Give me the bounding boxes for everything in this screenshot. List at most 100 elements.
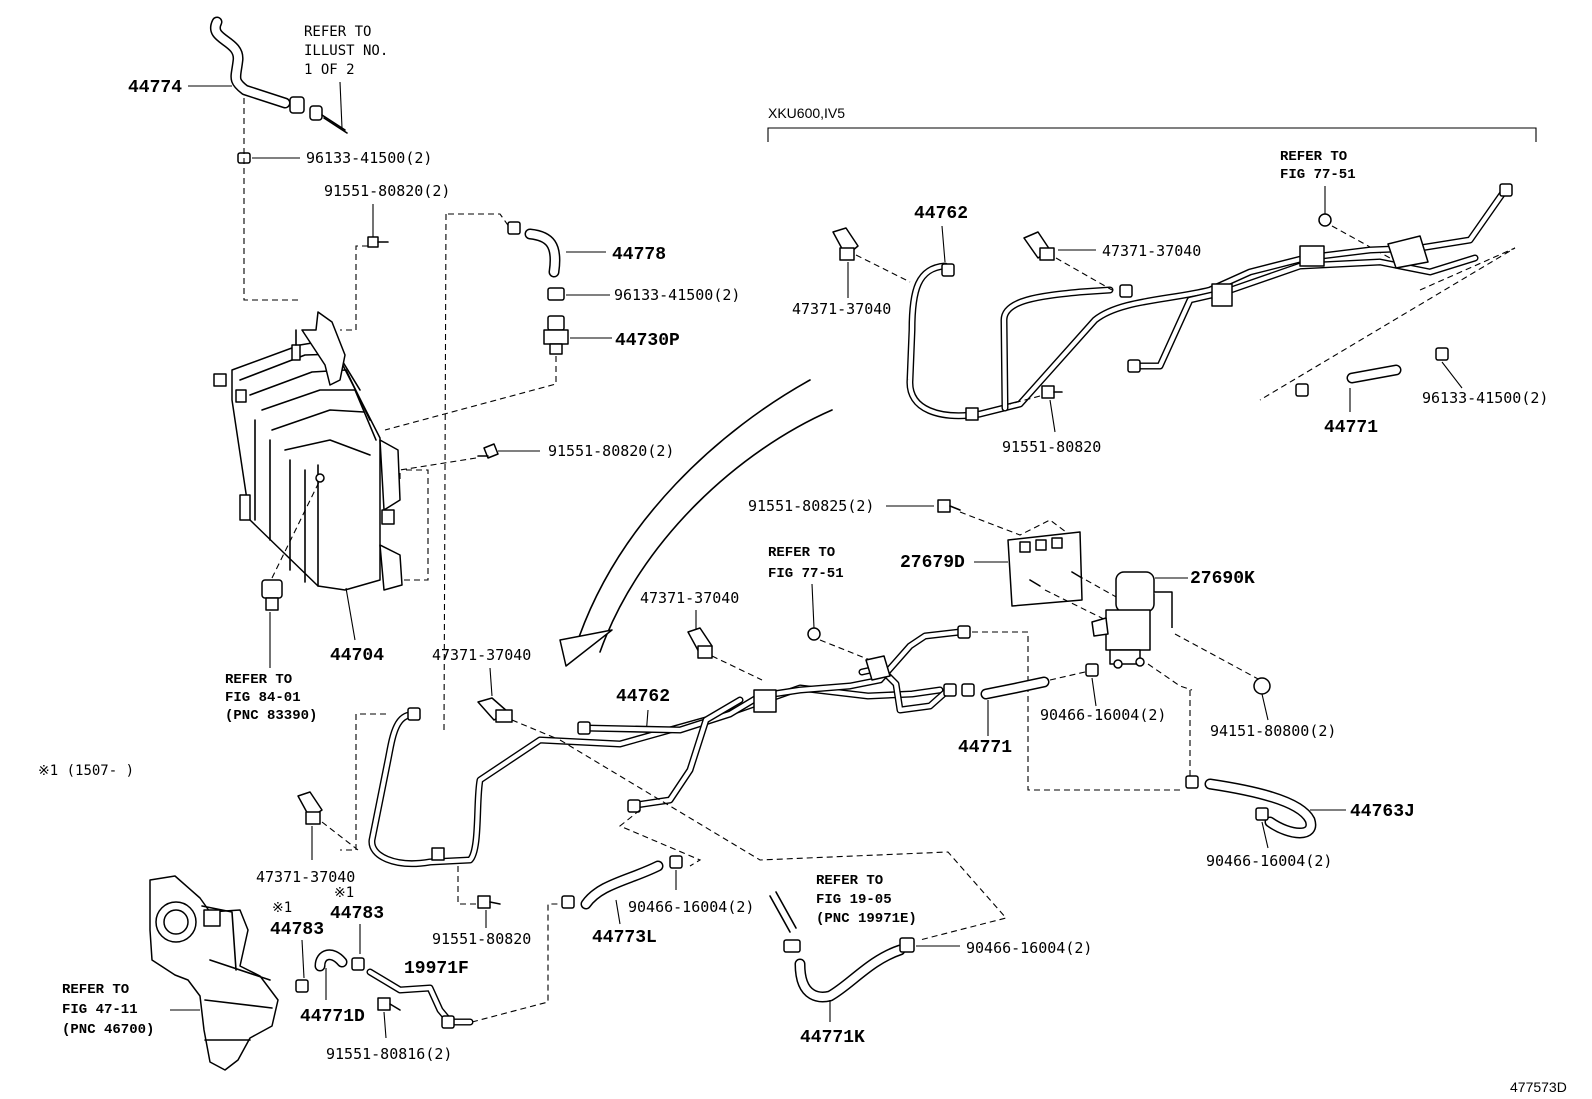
label-91551-a: 91551-80820(2) bbox=[324, 182, 450, 200]
label-47371-m2: 47371-37040 bbox=[432, 646, 531, 664]
clip-47371-m2[interactable] bbox=[477, 697, 513, 723]
ref-fig1905-1: REFER TO bbox=[816, 873, 883, 889]
label-19971F: 19971F bbox=[404, 959, 469, 979]
label-44771-mid: 44771 bbox=[958, 738, 1012, 758]
label-44771D: 44771D bbox=[300, 1007, 365, 1027]
clamp-44771K-top[interactable] bbox=[783, 939, 801, 953]
valve-44730P[interactable] bbox=[543, 315, 569, 355]
label-96133-b: 96133-41500(2) bbox=[614, 286, 740, 304]
clip-47371-b[interactable] bbox=[297, 791, 323, 825]
pipe-44762-top[interactable] bbox=[906, 183, 1513, 421]
hose-44771-mid[interactable] bbox=[980, 676, 1050, 700]
ref-fig8401-1: REFER TO bbox=[225, 672, 292, 688]
label-44771-top: 44771 bbox=[1324, 418, 1378, 438]
bolt-91551-t[interactable] bbox=[1041, 385, 1063, 399]
label-44783-b: 44783 bbox=[330, 904, 384, 924]
clamp-90466-d[interactable] bbox=[899, 937, 915, 953]
ref-fig7751-mid-1: REFER TO bbox=[768, 545, 835, 561]
clip-47371-t2[interactable] bbox=[1023, 231, 1055, 261]
label-47371-t1: 47371-37040 bbox=[792, 300, 891, 318]
bolt-91551-a[interactable] bbox=[367, 236, 389, 248]
ref-fig1905-3: (PNC 19971E) bbox=[816, 911, 917, 927]
hose-44774[interactable] bbox=[210, 16, 348, 134]
label-44774: 44774 bbox=[128, 78, 182, 98]
clamp-44783-a[interactable] bbox=[295, 979, 309, 993]
bolt-91551-816[interactable] bbox=[377, 997, 401, 1011]
label-96133-a: 96133-41500(2) bbox=[306, 149, 432, 167]
clip-47371-m1[interactable] bbox=[687, 627, 713, 659]
sensor-83390[interactable] bbox=[261, 579, 283, 611]
label-91551-b: 91551-80820(2) bbox=[548, 442, 674, 460]
bolt-91551-c[interactable] bbox=[477, 895, 501, 909]
clip-47371-t1[interactable] bbox=[832, 227, 859, 261]
label-44783-a: 44783 bbox=[270, 920, 324, 940]
mark-1a: ※1 bbox=[272, 900, 292, 916]
ref-illust-1: REFER TO bbox=[304, 24, 371, 40]
clamp-90466-a[interactable] bbox=[1085, 663, 1099, 677]
nut-94151[interactable] bbox=[1253, 677, 1271, 695]
grommet-fig7751-mid[interactable] bbox=[807, 627, 821, 641]
pipe-19971F[interactable] bbox=[366, 968, 474, 1029]
ref-fig4711-2: FIG 47-11 bbox=[62, 1002, 138, 1018]
clamp-44783-b[interactable] bbox=[351, 957, 365, 971]
footnote: ※1 (1507- ) bbox=[38, 763, 134, 779]
clamp-96133-t[interactable] bbox=[1435, 347, 1449, 361]
label-44762-mid: 44762 bbox=[616, 687, 670, 707]
diagram-id: 477573D bbox=[1510, 1079, 1567, 1095]
ref-fig7751-top-1: REFER TO bbox=[1280, 149, 1347, 165]
label-90466-c: 90466-16004(2) bbox=[628, 898, 754, 916]
clamp-90466-b[interactable] bbox=[1255, 807, 1269, 821]
ref-fig8401-3: (PNC 83390) bbox=[225, 708, 317, 724]
ref-fig4711-1: REFER TO bbox=[62, 982, 129, 998]
clamp-44763J-top[interactable] bbox=[1185, 775, 1199, 789]
clamp-96133-b[interactable] bbox=[547, 287, 565, 301]
ref-illust-2: ILLUST NO. bbox=[304, 43, 388, 59]
bolt-91551-b[interactable] bbox=[477, 443, 499, 459]
label-91551-c: 91551-80820 bbox=[432, 930, 531, 948]
label-91551-816: 91551-80816(2) bbox=[326, 1045, 452, 1063]
label-27679D: 27679D bbox=[900, 553, 965, 573]
label-47371-t2: 47371-37040 bbox=[1102, 242, 1201, 260]
hose-44778[interactable] bbox=[524, 228, 561, 278]
hose-44771K[interactable] bbox=[794, 944, 906, 1003]
variant-label: XKU600,IV5 bbox=[768, 105, 845, 121]
label-44730P: 44730P bbox=[615, 331, 680, 351]
label-47371-m1: 47371-37040 bbox=[640, 589, 739, 607]
label-91551-825: 91551-80825(2) bbox=[748, 497, 874, 515]
ref-fig8401-2: FIG 84-01 bbox=[225, 690, 301, 706]
ref-fig4711-3: (PNC 46700) bbox=[62, 1022, 154, 1038]
direction-arrow bbox=[559, 379, 833, 667]
bracket-27679D[interactable] bbox=[1007, 531, 1083, 607]
ref-fig1905-2: FIG 19-05 bbox=[816, 892, 892, 908]
clamp-44771-m[interactable] bbox=[961, 683, 975, 697]
pipe-44762-mid[interactable] bbox=[368, 625, 971, 867]
label-44762-top: 44762 bbox=[914, 204, 968, 224]
mark-1b: ※1 bbox=[334, 885, 354, 901]
hose-44763J[interactable] bbox=[1204, 778, 1317, 839]
label-90466-b: 90466-16004(2) bbox=[1206, 852, 1332, 870]
label-90466-d: 90466-16004(2) bbox=[966, 939, 1092, 957]
clamp-44773L-a[interactable] bbox=[561, 895, 575, 909]
bolt-91551-825[interactable] bbox=[937, 499, 961, 513]
grommet-fig7751-top[interactable] bbox=[1318, 213, 1332, 227]
label-44771K: 44771K bbox=[800, 1028, 865, 1048]
label-44778: 44778 bbox=[612, 245, 666, 265]
label-44763J: 44763J bbox=[1350, 802, 1415, 822]
clamp-44778-top[interactable] bbox=[507, 221, 521, 235]
vsv-27690K[interactable] bbox=[1091, 571, 1173, 669]
ref-illust-3: 1 OF 2 bbox=[304, 62, 355, 78]
canister-44704[interactable] bbox=[213, 311, 403, 591]
clamp-44771-t-left[interactable] bbox=[1295, 383, 1309, 397]
label-94151: 94151-80800(2) bbox=[1210, 722, 1336, 740]
label-47371-b: 47371-37040 bbox=[256, 868, 355, 886]
hose-44771D[interactable] bbox=[314, 949, 348, 972]
ref-fig7751-top-2: FIG 77-51 bbox=[1280, 167, 1356, 183]
hose-44773L[interactable] bbox=[580, 860, 664, 910]
hose-44771-top[interactable] bbox=[1346, 364, 1402, 384]
throttle-body-46700[interactable] bbox=[149, 875, 279, 1071]
clamp-90466-c[interactable] bbox=[669, 855, 683, 869]
ref-fig7751-mid-2: FIG 77-51 bbox=[768, 566, 844, 582]
label-96133-t: 96133-41500(2) bbox=[1422, 389, 1548, 407]
